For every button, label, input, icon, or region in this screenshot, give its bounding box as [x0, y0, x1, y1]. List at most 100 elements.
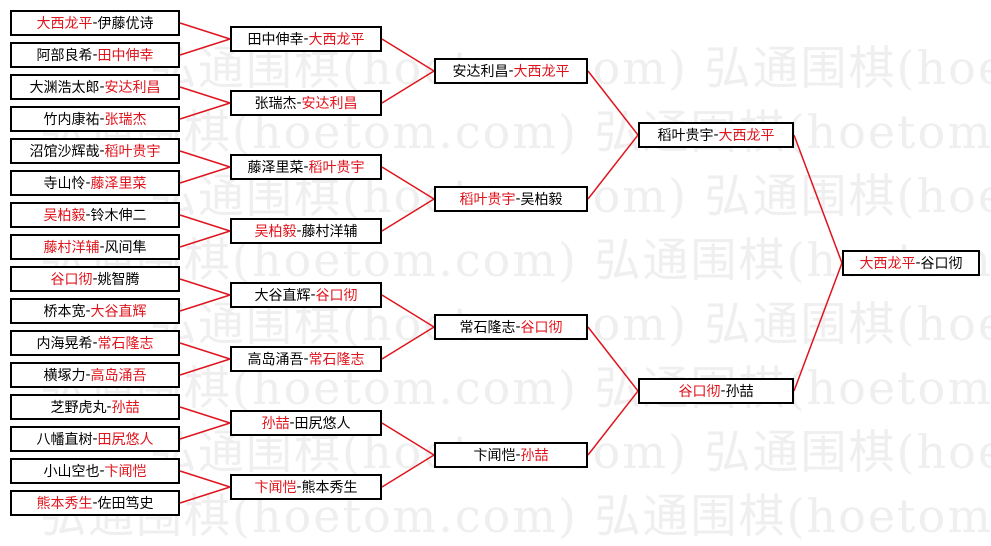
player-name: 八幡直树 — [36, 432, 93, 448]
player-name: 谷口彻 — [50, 272, 93, 288]
player-name: 吴柏毅 — [43, 208, 86, 224]
player-name: 常石隆志 — [459, 320, 516, 336]
bracket-connector — [179, 358, 231, 376]
player-name: 卞闻恺 — [254, 480, 297, 496]
bracket-connector — [179, 22, 231, 40]
player-name: 谷口彻 — [315, 288, 358, 304]
watermark-text: 弘通围棋(hoetom.com) 弘通围棋(hoetom.com) — [40, 233, 991, 287]
player-name: 张瑞杰 — [254, 96, 297, 112]
player-name: 安达利昌 — [104, 80, 161, 96]
separator: - — [85, 175, 91, 191]
player-name: 稻叶贵宇 — [308, 160, 365, 176]
separator: - — [92, 431, 98, 447]
player-name: 孙喆 — [261, 416, 290, 432]
bracket-connector — [381, 70, 435, 104]
match-box: 大渊浩太郎-安达利昌 — [10, 74, 180, 100]
player-name: 孙喆 — [725, 384, 754, 400]
bracket-connector — [381, 422, 435, 456]
bracket-connector — [179, 166, 231, 184]
player-name: 熊本秀生 — [36, 496, 93, 512]
separator: - — [92, 495, 98, 511]
bracket-connector — [179, 86, 231, 104]
player-name: 高岛涌吾 — [247, 352, 304, 368]
match-box: 藤村洋辅-风间隼 — [10, 234, 180, 260]
match-box: 稻叶贵宇-大西龙平 — [638, 122, 794, 148]
match-box: 横塚力-高岛涌吾 — [10, 362, 180, 388]
player-name: 风间隼 — [104, 240, 147, 256]
player-name: 安达利昌 — [301, 96, 358, 112]
bracket-connector — [179, 214, 231, 232]
bracket-connector — [179, 230, 231, 248]
match-box: 内海晃希-常石隆志 — [10, 330, 180, 356]
match-box: 卞闻恺-熊本秀生 — [230, 474, 382, 500]
separator: - — [515, 319, 521, 335]
match-box: 桥本宽-大谷直辉 — [10, 298, 180, 324]
separator: - — [85, 207, 91, 223]
player-name: 藤泽里菜 — [247, 160, 304, 176]
player-name: 藤村洋辅 — [43, 240, 100, 256]
player-name: 大谷直辉 — [254, 288, 311, 304]
match-box: 孙喆-田尻悠人 — [230, 410, 382, 436]
separator: - — [85, 367, 91, 383]
player-name: 大西龙平 — [718, 128, 775, 144]
bracket-connector — [179, 294, 231, 312]
separator: - — [99, 79, 105, 95]
player-name: 大西龙平 — [36, 16, 93, 32]
watermark-text: 弘通围棋(hoetom.com) 弘通围棋(hoetom.com) — [40, 361, 991, 415]
player-name: 佐田笃史 — [97, 496, 154, 512]
bracket-connector — [381, 38, 435, 72]
separator: - — [720, 383, 726, 399]
separator: - — [92, 335, 98, 351]
bracket-connector — [381, 166, 435, 200]
player-name: 横塚力 — [43, 368, 86, 384]
player-name: 安达利昌 — [452, 64, 509, 80]
match-box: 大谷直辉-谷口彻 — [230, 282, 382, 308]
player-name: 大渊浩太郎 — [29, 80, 100, 96]
watermark-text: 弘通围棋(hoetom.com) 弘通围棋(hoetom.com) — [40, 105, 991, 159]
match-box: 吴柏毅-藤村洋辅 — [230, 218, 382, 244]
player-name: 稻叶贵宇 — [104, 144, 161, 160]
match-box: 芝野虎丸-孙喆 — [10, 394, 180, 420]
match-box: 稻叶贵宇-吴柏毅 — [434, 186, 588, 212]
separator: - — [92, 271, 98, 287]
player-name: 大谷直辉 — [90, 304, 147, 320]
separator: - — [99, 143, 105, 159]
bracket-connector — [179, 38, 231, 56]
player-name: 稻叶贵宇 — [657, 128, 714, 144]
player-name: 卞闻恺 — [104, 464, 147, 480]
player-name: 芝野虎丸 — [50, 400, 107, 416]
player-name: 常石隆志 — [97, 336, 154, 352]
match-box: 寺山怜-藤泽里菜 — [10, 170, 180, 196]
separator: - — [303, 31, 309, 47]
separator: - — [92, 15, 98, 31]
bracket-connector — [179, 486, 231, 504]
player-name: 大西龙平 — [859, 256, 916, 272]
separator: - — [296, 95, 302, 111]
player-name: 孙喆 — [520, 448, 549, 464]
match-box: 阿部良希-田中伸幸 — [10, 42, 180, 68]
player-name: 谷口彻 — [678, 384, 721, 400]
match-box: 谷口彻-孙喆 — [638, 378, 794, 404]
player-name: 谷口彻 — [920, 256, 963, 272]
match-box: 田中伸幸-大西龙平 — [230, 26, 382, 52]
bracket-connector — [381, 454, 435, 488]
separator: - — [92, 47, 98, 63]
match-box: 大西龙平-谷口彻 — [842, 250, 980, 276]
player-name: 稻叶贵宇 — [459, 192, 516, 208]
player-name: 常石隆志 — [308, 352, 365, 368]
player-name: 田中伸幸 — [247, 32, 304, 48]
match-box: 竹内康祐-张瑞杰 — [10, 106, 180, 132]
player-name: 沼馆沙辉哉 — [29, 144, 100, 160]
player-name: 藤泽里菜 — [90, 176, 147, 192]
separator: - — [303, 159, 309, 175]
player-name: 寺山怜 — [43, 176, 86, 192]
player-name: 大西龙平 — [513, 64, 570, 80]
player-name: 田中伸幸 — [97, 48, 154, 64]
bracket-connector — [793, 134, 843, 264]
separator: - — [106, 399, 112, 415]
bracket-connector — [179, 342, 231, 360]
player-name: 大西龙平 — [308, 32, 365, 48]
bracket-connector — [381, 198, 435, 232]
bracket-connector — [179, 470, 231, 488]
match-box: 吴柏毅-铃木伸二 — [10, 202, 180, 228]
